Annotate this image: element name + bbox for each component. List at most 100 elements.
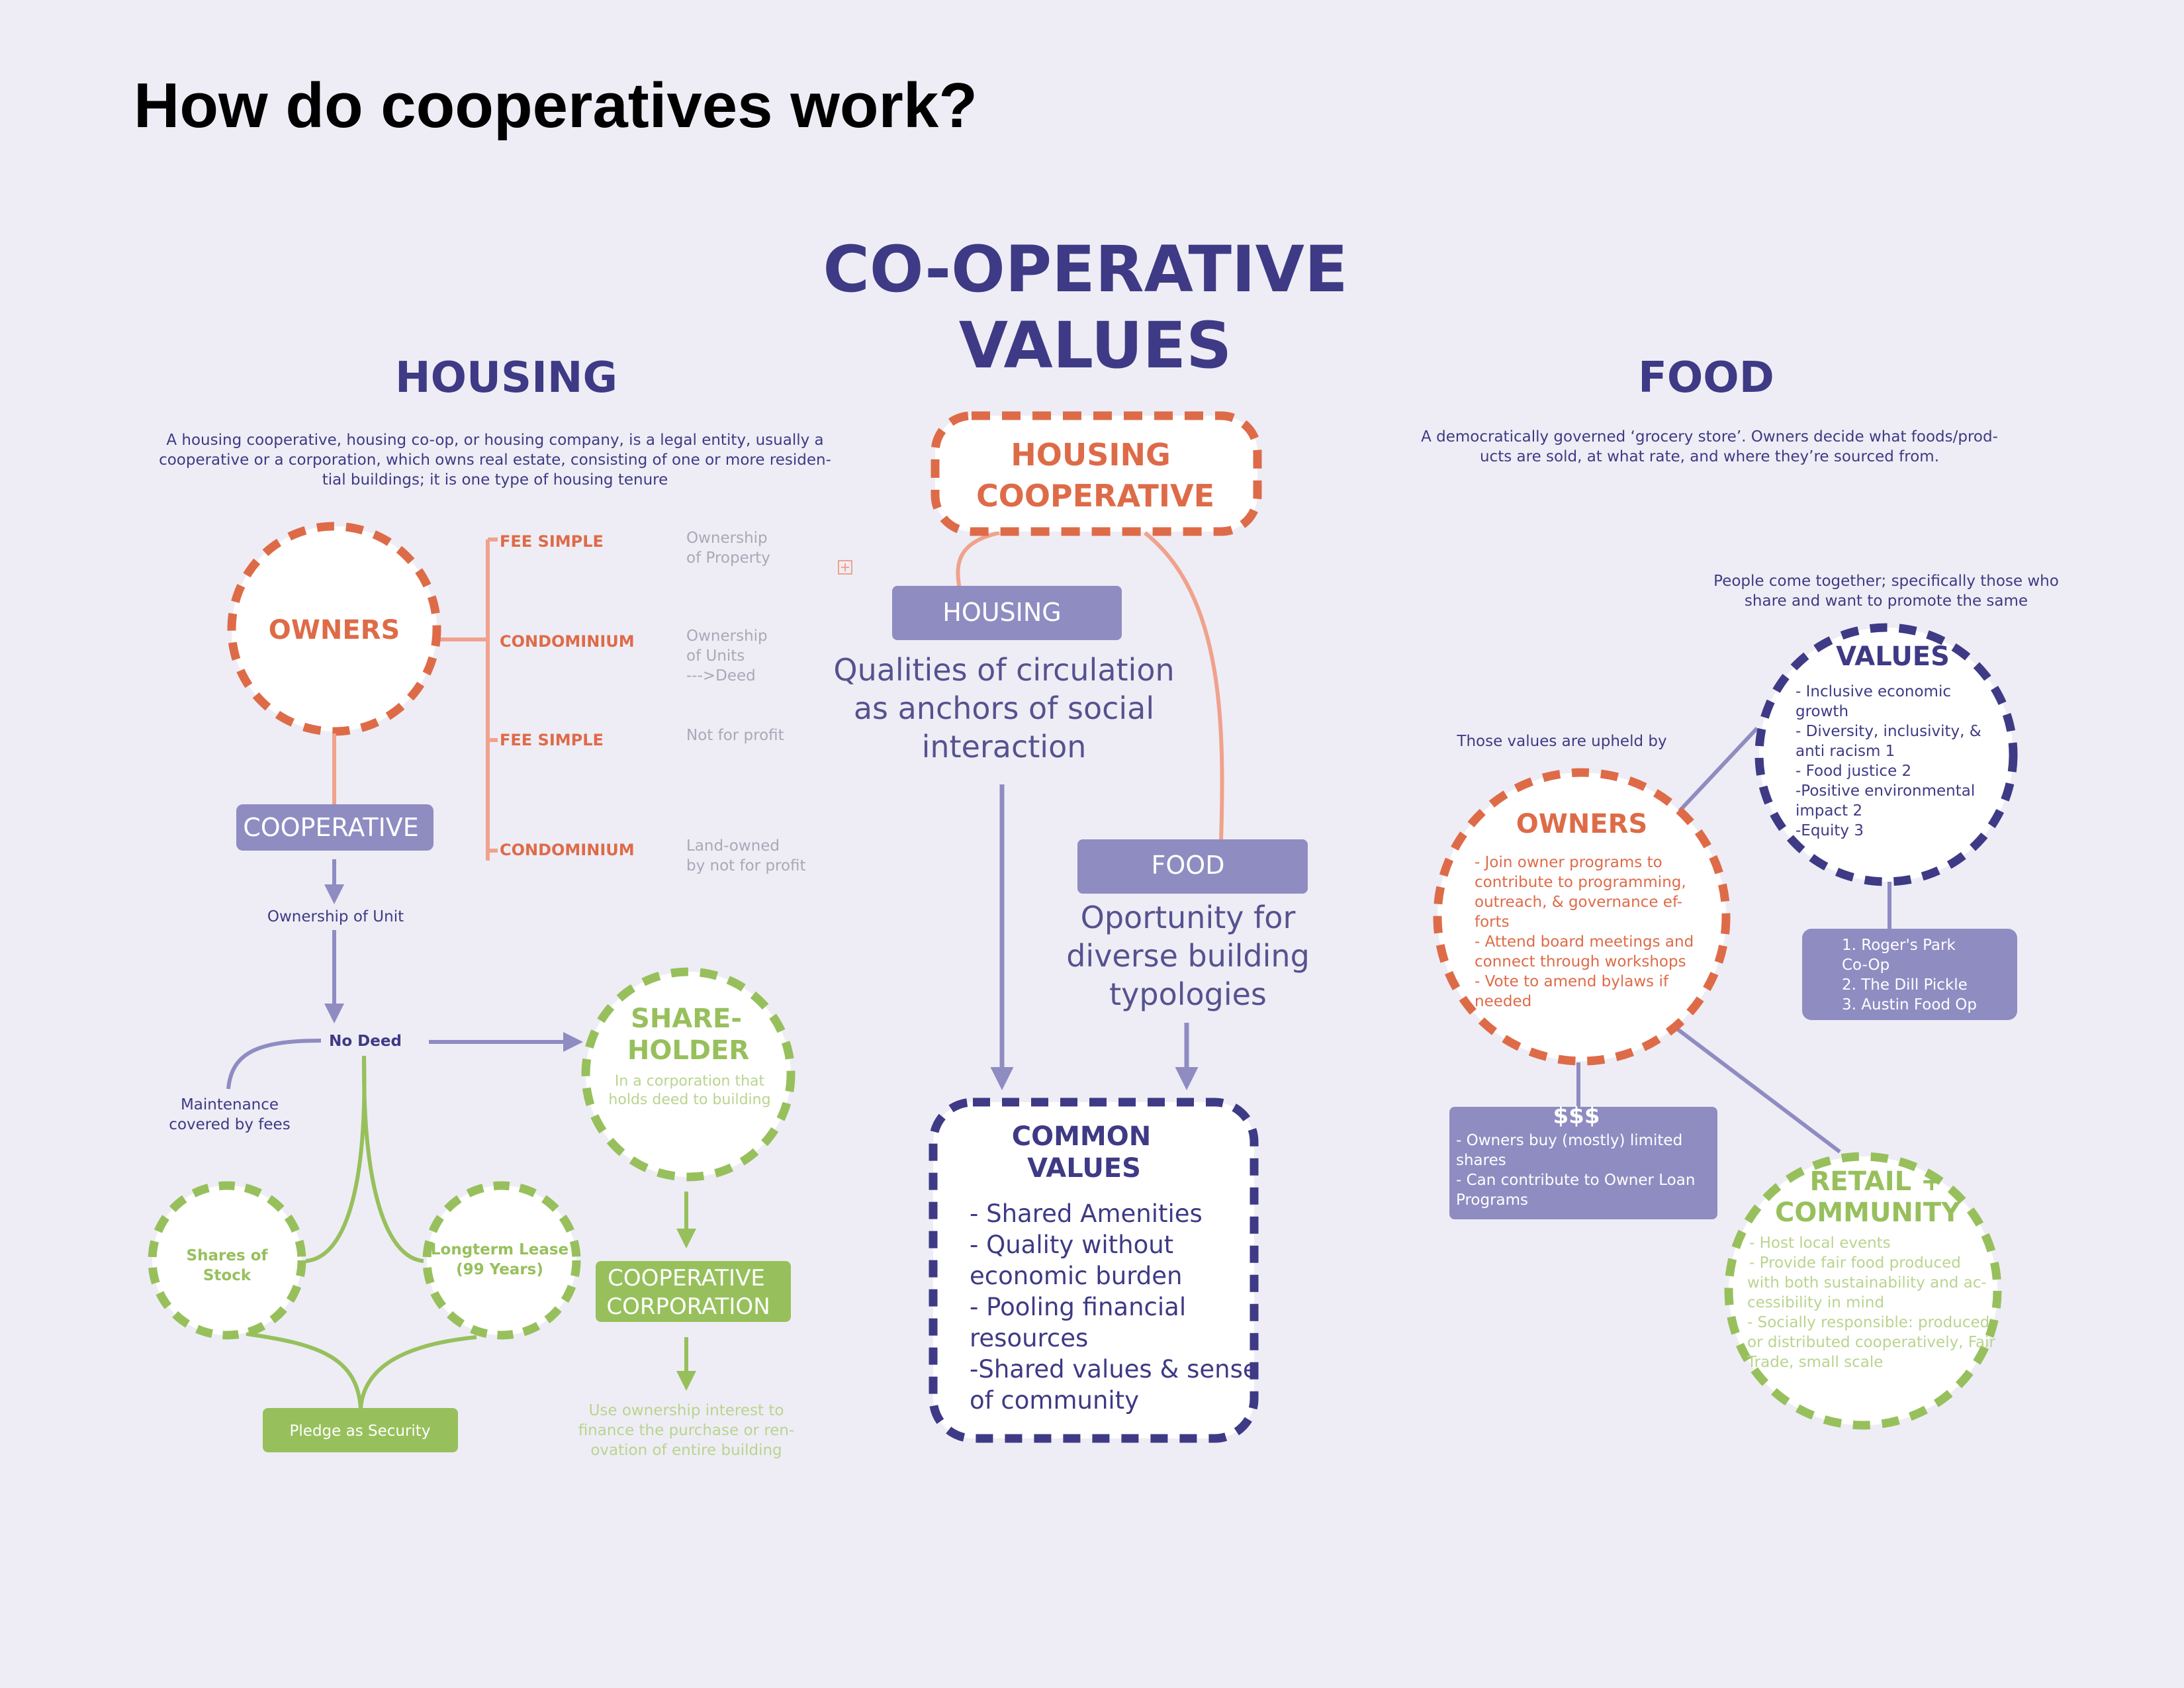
common-values-item: - Shared Amenities <box>970 1199 1203 1228</box>
example-item: 2. The Dill Pickle <box>1842 976 1968 994</box>
no-deed: No Deed <box>329 1033 402 1050</box>
common-values-item: resources <box>970 1324 1088 1352</box>
example-item: 3. Austin Food Op <box>1842 996 1977 1013</box>
values-item: anti racism 1 <box>1796 743 1895 760</box>
page-title: How do cooperatives work? <box>134 70 978 141</box>
longterm-lease-label: (99 Years) <box>456 1261 543 1278</box>
plus-icon <box>838 560 852 575</box>
housing-heading: HOUSING <box>395 353 617 402</box>
housing-owners-label: OWNERS <box>269 615 400 645</box>
shares-of-stock-circle <box>148 1181 306 1340</box>
examples-box <box>1802 929 2017 1020</box>
food-text-line-2: diverse building <box>1066 938 1310 974</box>
retail-item: cessibility in mind <box>1747 1294 1884 1311</box>
center-heading: CO-OPERATIVE VALUES <box>823 232 1347 383</box>
food-description-line: ucts are sold, at what rate, and where t… <box>1480 448 1939 465</box>
coop-corporation-label: COOPERATIVE <box>608 1265 765 1291</box>
money-item: - Owners buy (mostly) limited <box>1456 1132 1682 1149</box>
branch-note: --->Deed <box>686 667 756 684</box>
people-note: People come together; specifically those… <box>1713 573 2059 590</box>
food-description-line: A democratically governed ‘grocery store… <box>1421 428 1998 445</box>
branch-note: Land-owned <box>686 837 780 855</box>
food-text-line-1: Oportunity for <box>1081 900 1296 935</box>
retail-item: or distributed cooperatively, Fair <box>1747 1334 1995 1351</box>
branch-label: FEE SIMPLE <box>500 532 604 551</box>
owners-item: - Join owner programs to <box>1475 854 1662 871</box>
retail-item: Trade, small scale <box>1747 1354 1883 1371</box>
money-item: shares <box>1456 1152 1506 1169</box>
center-food-label: FOOD <box>1152 851 1225 880</box>
branch-note: of Property <box>686 549 770 567</box>
owners-item: forts <box>1475 914 1510 931</box>
center-heading-line-1: CO-OPERATIVE <box>823 232 1347 306</box>
connector-nodeed-maintenance <box>226 1039 322 1090</box>
connector-coop-to-food <box>1144 531 1224 843</box>
use-ownership-note: ovation of entire building <box>590 1442 782 1459</box>
common-values-item: - Quality without <box>970 1231 1173 1259</box>
connector-coop-to-housing <box>956 531 1000 590</box>
shareholder-note: In a corporation that <box>615 1073 765 1090</box>
values-item: impact 2 <box>1796 802 1862 820</box>
pledge-label: Pledge as Security <box>290 1423 431 1440</box>
shareholder-note: holds deed to building <box>608 1092 770 1108</box>
longterm-lease-circle <box>422 1181 581 1340</box>
retail-title: RETAIL + <box>1809 1166 1942 1197</box>
retail-item: - Provide fair food produced <box>1749 1254 1961 1272</box>
coop-corporation-box <box>596 1261 791 1322</box>
values-item: - Inclusive economic <box>1796 683 1951 700</box>
shares-of-stock-label: Shares of <box>187 1247 269 1264</box>
example-item: Co-Op <box>1842 957 1889 974</box>
money-title: $$$ <box>1553 1103 1600 1129</box>
branch-label: FEE SIMPLE <box>500 731 604 749</box>
housing-text-line-1: Qualities of circulation <box>833 652 1174 688</box>
values-item: - Food justice 2 <box>1796 763 1911 780</box>
connector-lease-pledge <box>359 1335 477 1409</box>
connector-owners-values <box>1676 726 1759 815</box>
food-owners-title: OWNERS <box>1516 809 1648 839</box>
food-heading: FOOD <box>1638 353 1774 402</box>
connector-nodeed-lease <box>361 1055 424 1263</box>
center-food-label-box <box>1077 839 1308 894</box>
cooperative-box <box>236 804 433 851</box>
cooperative-label: COOPERATIVE <box>243 813 419 842</box>
connector-owners-retail <box>1676 1027 1841 1154</box>
example-item: 1. Roger's Park <box>1842 937 1956 954</box>
money-item: Programs <box>1456 1192 1528 1209</box>
values-item: growth <box>1796 703 1848 720</box>
housing-description-line: A housing cooperative, housing co-op, or… <box>166 432 823 449</box>
shareholder-circle <box>581 967 796 1182</box>
housing-text-line-3: interaction <box>922 729 1087 765</box>
shareholder-title: HOLDER <box>627 1035 749 1066</box>
shares-of-stock-label: Stock <box>203 1267 251 1284</box>
upheld-note: Those values are upheld by <box>1456 733 1666 750</box>
values-item: -Positive environmental <box>1796 782 1975 800</box>
common-values-item: - Pooling financial <box>970 1293 1186 1321</box>
center-housing-label-box <box>892 586 1122 640</box>
common-values-title-2: VALUES <box>1027 1153 1141 1184</box>
maintenance-note: covered by fees <box>169 1116 290 1133</box>
branch-label: CONDOMINIUM <box>500 841 635 859</box>
owners-item: outreach, & governance ef- <box>1475 894 1682 911</box>
maintenance-note: Maintenance <box>181 1096 279 1113</box>
common-values-item: of community <box>970 1386 1139 1415</box>
retail-item: with both sustainability and ac- <box>1747 1274 1987 1291</box>
branch-note: Not for profit <box>686 727 784 744</box>
branch-note: of Units <box>686 647 745 665</box>
retail-item: - Host local events <box>1749 1235 1891 1252</box>
common-values-title-1: COMMON <box>1012 1121 1151 1152</box>
money-box <box>1449 1107 1717 1219</box>
owners-item: - Vote to amend bylaws if <box>1475 973 1669 990</box>
retail-item: - Socially responsible: produced <box>1747 1314 1989 1331</box>
retail-community-circle <box>1724 1152 2002 1430</box>
ownership-of-unit: Ownership of Unit <box>267 908 404 925</box>
housing-cooperative-line-1: HOUSING <box>1011 437 1170 473</box>
branch-note: by not for profit <box>686 857 806 874</box>
food-text-line-3: typologies <box>1109 976 1267 1012</box>
retail-title: COMMUNITY <box>1775 1197 1961 1228</box>
food-owners-circle <box>1433 768 1731 1066</box>
housing-text-line-2: as anchors of social <box>854 690 1154 726</box>
shareholder-title: SHARE- <box>631 1004 742 1034</box>
coop-corporation-label: CORPORATION <box>606 1293 770 1320</box>
owners-item: - Attend board meetings and <box>1475 933 1694 951</box>
